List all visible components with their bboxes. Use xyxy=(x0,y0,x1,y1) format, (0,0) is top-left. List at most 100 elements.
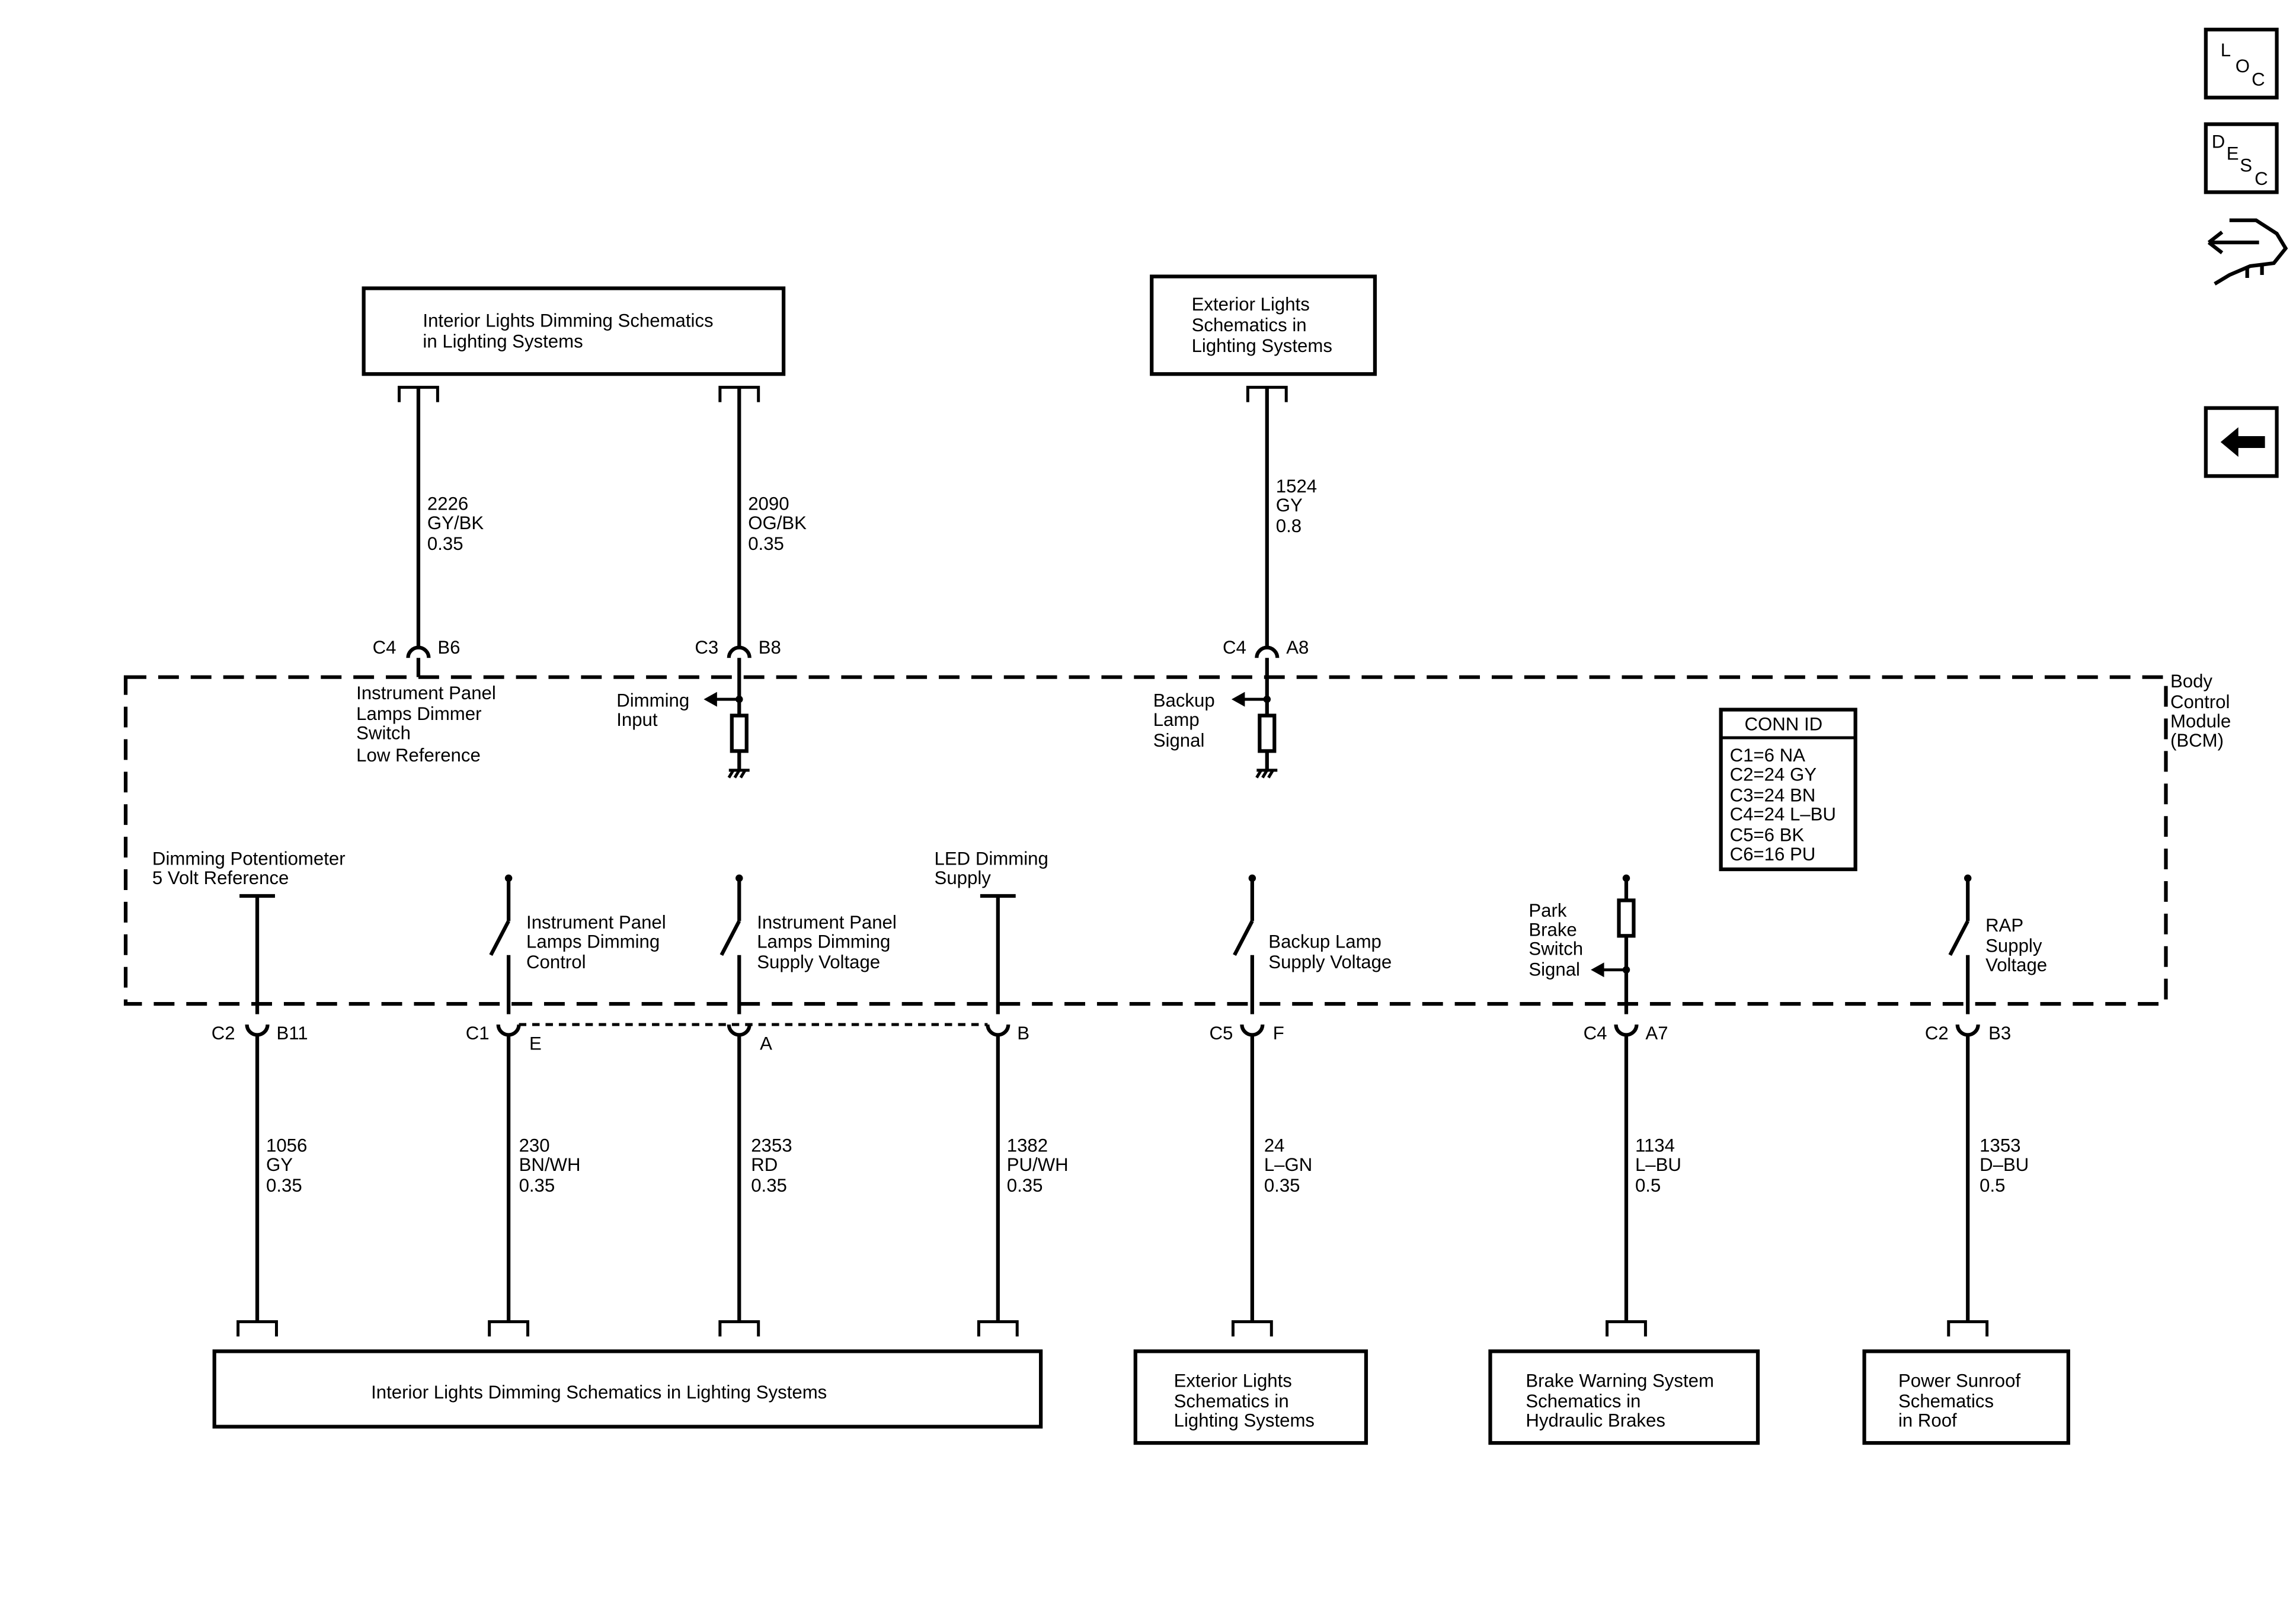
ip-dimming-supply-switch: Instrument Panel Lamps Dimming Supply Vo… xyxy=(720,874,897,1014)
svg-text:Supply Voltage: Supply Voltage xyxy=(757,952,880,972)
wire-circuit: 230 xyxy=(519,1135,550,1156)
svg-text:Body: Body xyxy=(2170,671,2212,692)
pin-id: E xyxy=(529,1033,542,1054)
connector-id: C2 xyxy=(1925,1023,1949,1044)
loc-button[interactable]: L O C xyxy=(2204,27,2279,100)
top-interior-lights-link[interactable]: Interior Lights Dimming Schematics in Li… xyxy=(362,286,786,376)
sunroof-line-1: Power Sunroof xyxy=(1898,1370,2021,1391)
connector-id: C3 xyxy=(695,637,718,658)
connector-wrench-icon[interactable] xyxy=(2207,218,2288,286)
terminal-bracket xyxy=(488,1320,530,1337)
terminal-bracket xyxy=(718,1320,760,1337)
svg-text:Switch: Switch xyxy=(1528,939,1583,959)
svg-text:Signal: Signal xyxy=(1153,730,1205,751)
back-arrow-icon xyxy=(2220,427,2265,457)
desc-button[interactable]: D E S C xyxy=(2204,122,2279,194)
wire-size: 0.5 xyxy=(1980,1175,2005,1196)
pin-id: B3 xyxy=(1988,1023,2011,1044)
bcm-module-name: Body Control Module (BCM) xyxy=(2170,671,2231,751)
power-sunroof-link[interactable]: Power Sunroof Schematics in Roof xyxy=(1862,1349,2070,1445)
svg-text:Signal: Signal xyxy=(1528,959,1580,980)
connector-id: C4 xyxy=(373,637,396,658)
wire-color: D–BU xyxy=(1980,1154,2029,1175)
rap-supply-switch: RAP Supply Voltage xyxy=(1948,874,2047,1014)
loc-letter-1: L xyxy=(2221,40,2231,60)
terminal-bracket xyxy=(1947,1320,1989,1337)
wire-color: L–BU xyxy=(1635,1154,1681,1175)
brake-warning-system-link[interactable]: Brake Warning System Schematics in Hydra… xyxy=(1488,1349,1760,1445)
svg-text:Lamps Dimming: Lamps Dimming xyxy=(526,931,660,952)
svg-text:Low Reference: Low Reference xyxy=(356,745,481,766)
wire-size: 0.35 xyxy=(427,533,463,554)
backup-lamp-signal-label: Backup Lamp Signal xyxy=(1153,690,1215,751)
connector-arc xyxy=(1955,1024,1980,1037)
svg-text:RAP: RAP xyxy=(1985,915,2023,936)
svg-text:Lamps Dimming: Lamps Dimming xyxy=(757,931,890,952)
pin-id: B11 xyxy=(276,1023,308,1044)
connector-id: C4 xyxy=(1584,1023,1607,1044)
svg-text:Lamp: Lamp xyxy=(1153,709,1200,730)
svg-text:Module: Module xyxy=(2170,711,2231,732)
wire-circuit: 1134 xyxy=(1635,1135,1675,1156)
connector-arc xyxy=(496,1024,521,1037)
wire-size: 0.5 xyxy=(1635,1175,1661,1196)
pin-id: A8 xyxy=(1286,637,1309,658)
desc-letter-4: C xyxy=(2255,168,2268,189)
wire-circuit: 1353 xyxy=(1980,1135,2020,1156)
top-exterior-lights-link[interactable]: Exterior Lights Schematics in Lighting S… xyxy=(1150,274,1377,376)
bottom-exterior-line-1: Exterior Lights xyxy=(1174,1370,1292,1391)
back-arrow-button[interactable] xyxy=(2204,406,2279,478)
wire-color: BN/WH xyxy=(519,1154,581,1175)
wire-color: GY/BK xyxy=(427,513,484,533)
conn-id-row: C1=6 NA xyxy=(1730,745,1806,766)
bottom-exterior-lights-link[interactable]: Exterior Lights Schematics in Lighting S… xyxy=(1133,1349,1368,1445)
connector-id: C1 xyxy=(466,1023,490,1044)
led-dimming-supply-circuit: LED Dimming Supply xyxy=(935,849,1048,1014)
wire-size: 0.8 xyxy=(1276,516,1302,536)
svg-text:Backup Lamp: Backup Lamp xyxy=(1268,931,1382,952)
top-exterior-line-3: Lighting Systems xyxy=(1192,335,1332,356)
wire-color: L–GN xyxy=(1264,1154,1312,1175)
pin-id: A7 xyxy=(1645,1023,1668,1044)
dimming-input-circuit xyxy=(703,692,750,779)
wire-size: 0.35 xyxy=(519,1175,555,1196)
connector-id: C4 xyxy=(1223,637,1246,658)
terminal-bracket xyxy=(1606,1320,1647,1337)
connector-arc xyxy=(1255,645,1280,658)
loc-letter-2: O xyxy=(2236,56,2250,76)
wire-color: PU/WH xyxy=(1007,1154,1069,1175)
connector-id: C2 xyxy=(212,1023,235,1044)
desc-letter-3: S xyxy=(2240,155,2252,175)
svg-text:Supply: Supply xyxy=(935,868,992,888)
wire-circuit: 1056 xyxy=(266,1135,307,1156)
wire-circuit: 1524 xyxy=(1276,476,1317,497)
connector-arc xyxy=(727,645,752,658)
connector-arc xyxy=(245,1024,270,1037)
svg-text:LED Dimming: LED Dimming xyxy=(935,849,1048,869)
conn-id-row: C5=6 BK xyxy=(1730,825,1805,846)
pin-id: B8 xyxy=(759,637,781,658)
desc-letter-1: D xyxy=(2212,131,2225,152)
wire-size: 0.35 xyxy=(266,1175,302,1196)
pin-id: A xyxy=(760,1033,772,1054)
terminal-bracket xyxy=(977,1320,1019,1337)
wire-color: RD xyxy=(751,1154,778,1175)
loc-letter-3: C xyxy=(2252,69,2265,90)
pot-reference-circuit: Dimming Potentiometer 5 Volt Reference xyxy=(152,849,346,1014)
bcm-module-boundary xyxy=(123,675,2168,1006)
svg-text:Dimming Potentiometer: Dimming Potentiometer xyxy=(152,849,346,869)
pin-id: F xyxy=(1273,1023,1284,1044)
wire-circuit: 24 xyxy=(1264,1135,1285,1156)
wire-size: 0.35 xyxy=(1007,1175,1043,1196)
low-reference-label: Instrument Panel Lamps Dimmer Switch Low… xyxy=(356,683,496,766)
connector-arc xyxy=(406,645,431,658)
svg-text:Backup: Backup xyxy=(1153,690,1215,711)
wire-circuit: 1382 xyxy=(1007,1135,1048,1156)
park-brake-signal-circuit: Park Brake Switch Signal xyxy=(1528,874,1636,1014)
pin-id: B xyxy=(1017,1023,1029,1044)
svg-text:Instrument Panel: Instrument Panel xyxy=(757,912,897,933)
connector-arc xyxy=(986,1024,1011,1037)
sunroof-line-3: in Roof xyxy=(1898,1410,1957,1431)
bottom-interior-lights-link[interactable]: Interior Lights Dimming Schematics in Li… xyxy=(212,1349,1043,1429)
